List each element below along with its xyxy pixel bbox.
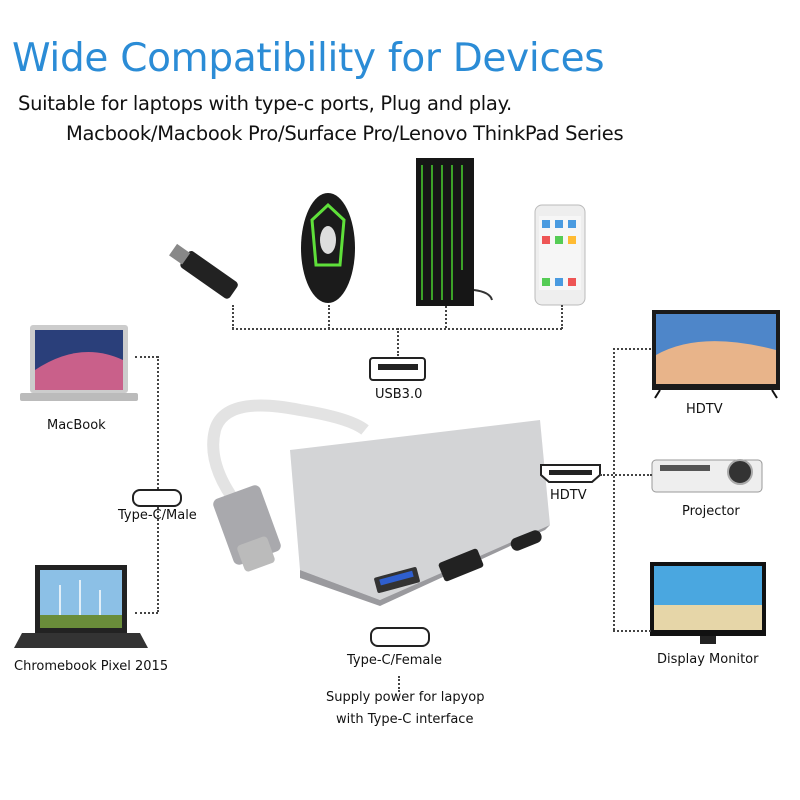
display-monitor-icon	[650, 562, 766, 644]
connector-line	[613, 630, 651, 632]
projector-label: Projector	[682, 504, 740, 519]
hdtv-device-label: HDTV	[686, 402, 723, 417]
gaming-mouse-icon	[301, 193, 355, 303]
hdmi-port-icon	[540, 464, 601, 483]
smartphone-icon	[534, 204, 586, 306]
usb-c-adapter-illustration	[207, 399, 550, 606]
connector-line	[600, 474, 652, 476]
chromebook-icon	[14, 565, 148, 648]
type-c-female-label: Type-C/Female	[347, 653, 443, 668]
laptop-connector-line	[157, 356, 159, 612]
subtitle-line-1: Suitable for laptops with type-c ports, …	[18, 92, 512, 115]
chromebook-label: Chromebook Pixel 2015	[14, 659, 169, 674]
type-c-male-label: Type-C/Male	[118, 508, 197, 523]
macbook-label: MacBook	[47, 418, 106, 433]
macbook-icon	[20, 325, 138, 401]
type-c-male-port-icon	[132, 489, 182, 507]
usb-flash-drive-icon	[169, 243, 238, 299]
connector-line	[445, 306, 447, 328]
supply-power-line-2: with Type-C interface	[336, 712, 474, 727]
connector-line	[135, 612, 158, 614]
connector-line	[397, 328, 399, 356]
connector-line	[398, 676, 400, 692]
projector-icon	[651, 459, 763, 493]
supply-power-line-1: Supply power for lapyop	[326, 690, 485, 705]
subtitle-line-2: Macbook/Macbook Pro/Surface Pro/Lenovo T…	[66, 122, 624, 145]
usb-port-icon	[369, 357, 426, 381]
usb-label: USB3.0	[375, 387, 423, 402]
hdtv-icon	[652, 310, 780, 399]
connector-line	[613, 348, 651, 350]
connector-line	[328, 305, 330, 329]
page-title: Wide Compatibility for Devices	[12, 36, 605, 81]
connector-line	[561, 305, 563, 329]
hdtv-port-label: HDTV	[550, 488, 587, 503]
display-connector-line	[613, 348, 615, 630]
connector-line	[135, 356, 158, 358]
monitor-label: Display Monitor	[657, 652, 759, 667]
connector-line	[232, 305, 234, 329]
keyboard-icon	[416, 158, 493, 306]
type-c-female-port-icon	[370, 627, 430, 647]
